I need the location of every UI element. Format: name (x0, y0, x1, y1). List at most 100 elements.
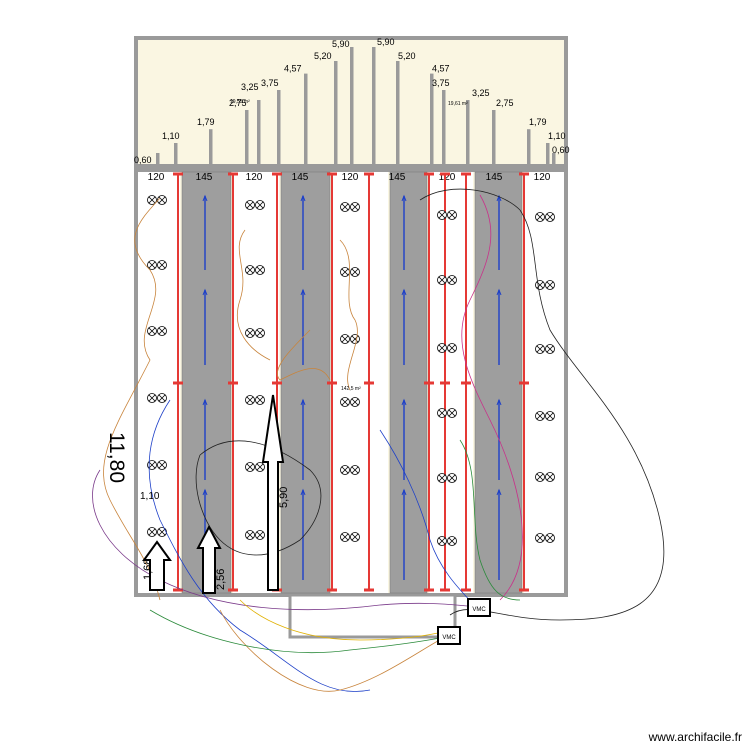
pipe-arrow (202, 194, 208, 202)
light-fixture-icon (545, 280, 555, 290)
roof-height-label: 5,20 (314, 51, 332, 61)
light-fixture-icon (350, 532, 360, 542)
bed-width-label: 120 (439, 172, 456, 183)
light-fixture-icon (157, 393, 167, 403)
grow-bed (389, 171, 428, 594)
light-fixture-icon (245, 265, 255, 275)
roof-bar (396, 61, 400, 165)
light-fixture-icon (437, 408, 447, 418)
light-fixture-icon (245, 328, 255, 338)
light-fixture-icon (437, 210, 447, 220)
roof-height-label: 5,90 (332, 39, 350, 49)
electrical-cables (92, 188, 665, 692)
light-fixture-icon (437, 536, 447, 546)
roof-bar (277, 90, 281, 165)
roof-height-label: 2,75 (229, 98, 247, 108)
light-fixture-icon (535, 533, 545, 543)
heating-pipes (202, 194, 502, 580)
pipe-arrow (202, 488, 208, 496)
roof-height-label: 5,20 (398, 51, 416, 61)
bed-width-label: 145 (389, 172, 406, 183)
pipe-arrow (496, 288, 502, 296)
light-fixture-icon (340, 397, 350, 407)
roof-height-label: 3,25 (241, 82, 259, 92)
light-fixture-icon (535, 212, 545, 222)
dim-label-1-68: 1,68 (142, 559, 154, 580)
light-fixture-icon (157, 326, 167, 336)
roof-bar (156, 153, 160, 165)
light-fixture-icon (147, 460, 157, 470)
watermark: www.archifacile.fr (648, 730, 742, 744)
light-fixture-icon (157, 527, 167, 537)
roof-height-label: 1,10 (162, 131, 180, 141)
roof-bar (552, 153, 556, 165)
pipe-arrow (496, 488, 502, 496)
pipe-arrow (496, 398, 502, 406)
area-label-top-right: 19,61 m² (448, 101, 468, 107)
aisle (524, 172, 564, 593)
roof-height-label: 5,90 (377, 37, 395, 47)
roof-bar (492, 110, 496, 165)
light-fixture-icon (147, 326, 157, 336)
light-fixture-icon (350, 267, 360, 277)
light-fixture-icon (437, 473, 447, 483)
light-fixture-icon (245, 395, 255, 405)
arrow-up-2-56 (196, 524, 222, 594)
roof-height-label: 0,60 (134, 155, 152, 165)
grow-bed (280, 171, 331, 594)
light-fixture-icon (545, 533, 555, 543)
pipe-arrow (401, 194, 407, 202)
light-fixture-icon (545, 411, 555, 421)
light-fixture-icon (535, 472, 545, 482)
pipe-arrow (202, 288, 208, 296)
arrow-up-5-90 (261, 394, 285, 591)
pipe-arrow (300, 194, 306, 202)
light-fixture-icon (340, 532, 350, 542)
light-fixture-icon (535, 344, 545, 354)
light-fixture-icon (350, 397, 360, 407)
roof-bar (430, 73, 434, 165)
light-fixture-icon (535, 411, 545, 421)
light-fixture-icon (350, 334, 360, 344)
pipe-arrow (300, 398, 306, 406)
roof-bar (442, 90, 446, 165)
roof-height-label: 3,25 (472, 88, 490, 98)
light-fixture-icon (147, 260, 157, 270)
roof-bar (466, 100, 470, 165)
light-fixture-icon (350, 465, 360, 475)
light-fixture-icon (255, 200, 265, 210)
vmc-panel-1[interactable]: VMC (467, 598, 491, 617)
light-fixture-icon (340, 202, 350, 212)
light-fixture-icon (157, 260, 167, 270)
pipe-arrow (300, 488, 306, 496)
light-fixture-icon (447, 210, 457, 220)
light-fixture-icon (157, 460, 167, 470)
light-fixture-icon (255, 462, 265, 472)
light-fixtures (147, 195, 555, 546)
light-fixture-icon (255, 395, 265, 405)
pipe-arrow (202, 398, 208, 406)
vmc-panel-2[interactable]: VMC (437, 626, 461, 645)
light-fixture-icon (447, 408, 457, 418)
bed-width-label: 145 (196, 172, 213, 183)
light-fixture-icon (447, 343, 457, 353)
roof-bar (174, 143, 178, 165)
roof-height-label: 2,75 (496, 98, 514, 108)
pipe-arrow (401, 488, 407, 496)
roof-bar (334, 61, 338, 165)
light-fixture-icon (447, 473, 457, 483)
light-fixture-icon (245, 530, 255, 540)
light-fixture-icon (147, 195, 157, 205)
roof-height-label: 3,75 (432, 78, 450, 88)
bed-width-label: 120 (342, 172, 359, 183)
light-fixture-icon (437, 343, 447, 353)
red-rails (173, 172, 529, 592)
light-fixture-icon (245, 462, 255, 472)
bed-width-label: 145 (486, 172, 503, 183)
light-fixture-icon (255, 265, 265, 275)
roof-bar (304, 73, 308, 165)
dim-label-2-56: 2,56 (215, 569, 227, 590)
light-fixture-icon (147, 393, 157, 403)
